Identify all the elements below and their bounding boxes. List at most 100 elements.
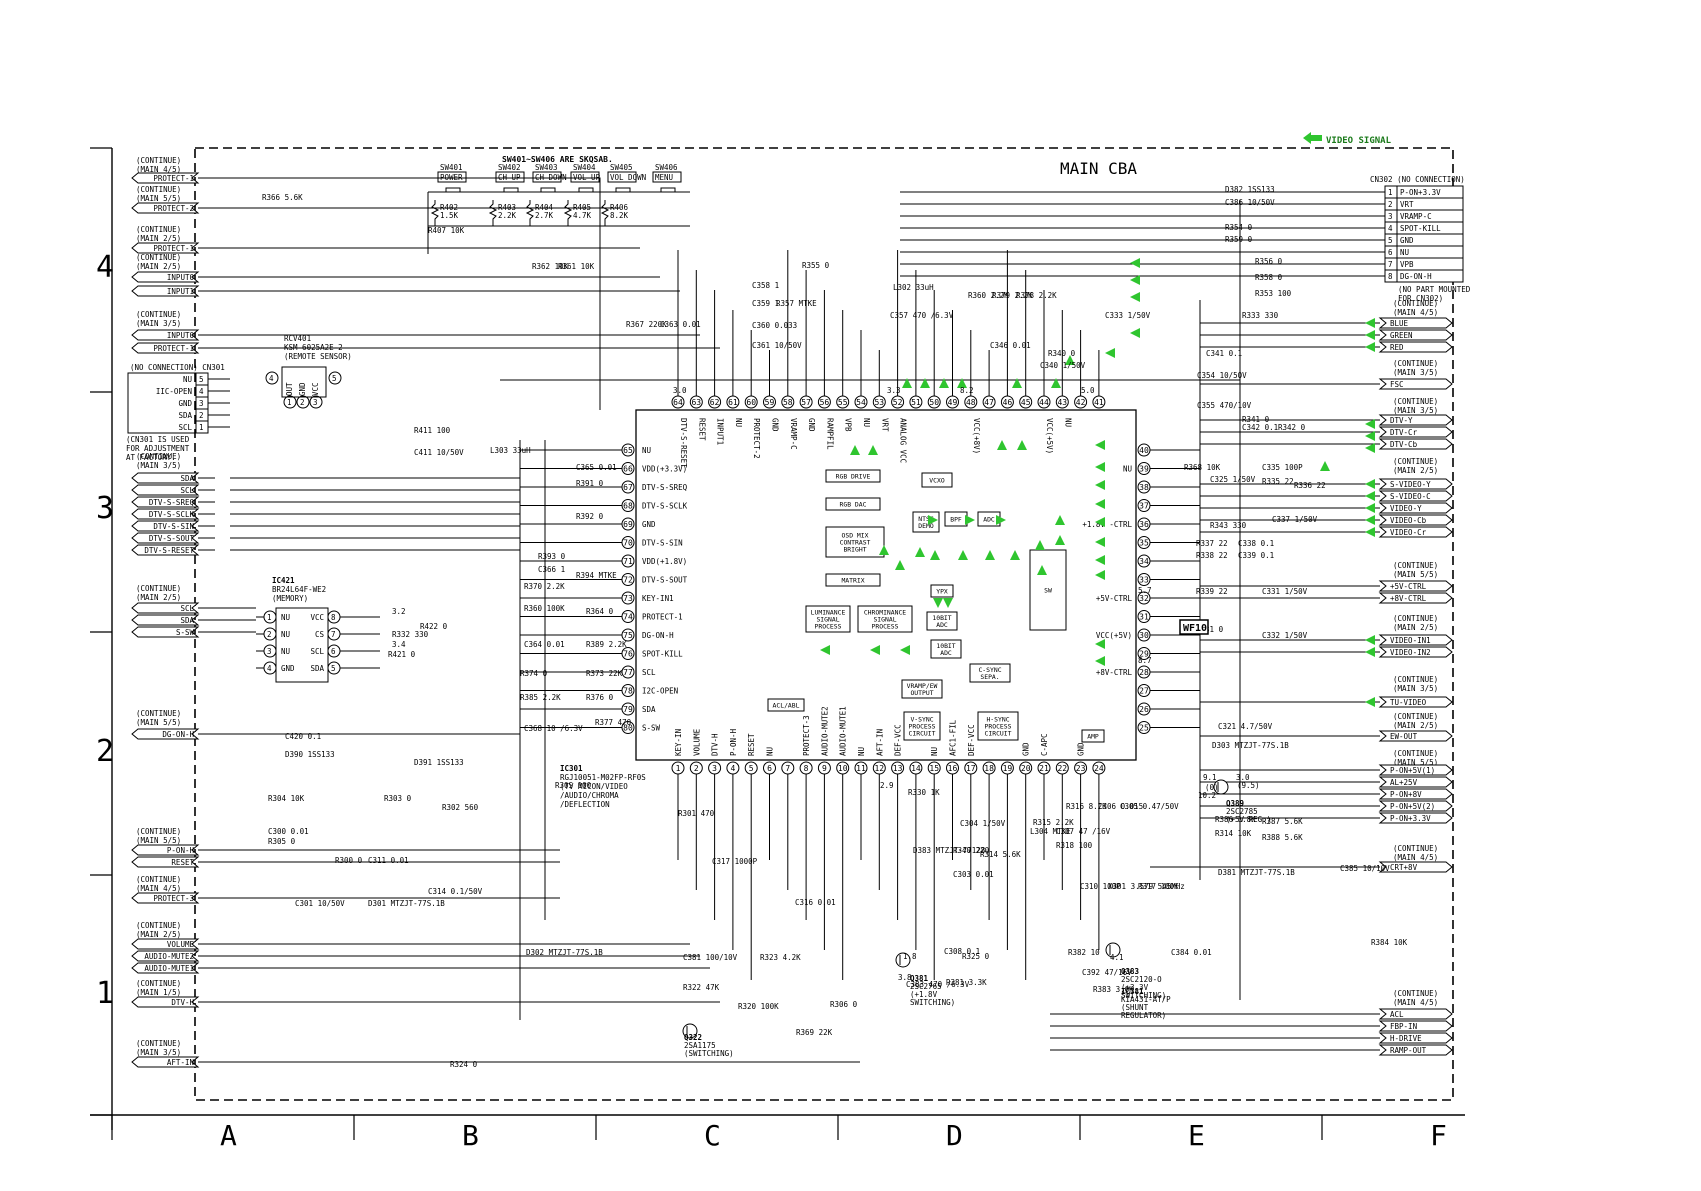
component-label: C314 0.1/50V <box>428 887 483 896</box>
component-r378: R378 2.2K <box>1016 291 1057 300</box>
transistor-desc: REGULATOR) <box>1121 1011 1166 1020</box>
right-signal-label: TU-VIDEO <box>1390 698 1427 707</box>
component-r388: R388 5.6K <box>1262 833 1303 842</box>
component-label: R385 2.2K <box>520 693 561 702</box>
ic301-pin-number: 19 <box>1003 764 1013 773</box>
component-label: R306 0 <box>830 1000 858 1009</box>
signal-arrow-icon <box>1365 635 1375 645</box>
left-signal-label-tag <box>131 484 200 496</box>
left-connector-group: (CONTINUE)(MAIN 3/5)AFT-IN <box>131 1039 200 1068</box>
ic301-ref: IC301 <box>560 764 583 773</box>
left-signal-label-tag <box>131 614 200 626</box>
component-r392: R392 0 <box>576 512 604 521</box>
ic301-pin-number: 18 <box>984 764 994 773</box>
component-label: D381 MTZJT-77S.1B <box>1218 868 1295 877</box>
ic301-pin-name: DTV-S-SREQ <box>642 483 688 492</box>
component-c311: C311 0.01 <box>368 856 409 865</box>
continue-page-label: (MAIN 4/5) <box>136 165 181 174</box>
component-c363: C363 0.01 <box>660 320 701 329</box>
cn302-pin-number: 7 <box>1388 260 1393 269</box>
left-signal-label: INPUT0 <box>167 331 195 340</box>
component-r314: R314 10K <box>1215 829 1252 838</box>
continue-label: (CONTINUE) <box>136 1039 181 1048</box>
component-r353: R353 100 <box>1255 289 1292 298</box>
ic301-pin-name: RAMPFIL <box>825 418 834 450</box>
resistor-icon <box>525 200 535 226</box>
ic301-pin-name: PROTECT-3 <box>802 715 811 756</box>
component-r368: R368 10K <box>1184 463 1221 472</box>
ic301-pin-name: RESET <box>747 733 756 756</box>
ic301-pin-number: 66 <box>623 465 633 474</box>
ic301-pin-name: VRAMP-C <box>789 418 798 450</box>
component-c333: C333 1/50V <box>1105 311 1151 320</box>
block-label: ACL/ABL <box>773 702 800 710</box>
component-label: D391 1SS133 <box>414 758 464 767</box>
column-ruler <box>111 1115 1323 1140</box>
ic301-pin-number: 43 <box>1057 398 1067 407</box>
component-label: R330 1K <box>908 788 940 797</box>
transistor-part: 2SC2120-O <box>1121 975 1162 984</box>
cn301-pin-number: 1 <box>199 423 204 432</box>
ic301-pin-number: 44 <box>1039 398 1049 407</box>
ic301-pin-number: 64 <box>673 398 683 407</box>
component-label: R394 MTKE <box>576 571 617 580</box>
ic301-pin-number: 70 <box>623 539 633 548</box>
component-label: R373 22K <box>586 669 623 678</box>
signal-arrow-icon <box>1365 647 1375 657</box>
continue-page-label: (MAIN 4/5) <box>1393 998 1438 1007</box>
left-signal-label-tag <box>131 329 200 341</box>
component-c331: C331 1/50V <box>1262 587 1308 596</box>
component-label: R393 0 <box>538 552 566 561</box>
ic301-pin-number: 14 <box>911 764 921 773</box>
signal-arrow-icon <box>895 560 905 570</box>
left-signal-label: PROTECT-1 <box>153 174 194 183</box>
component-label: R343 330 <box>1210 521 1247 530</box>
ic301-pin-name: +8V-CTRL <box>1096 668 1133 677</box>
component-label: R333 330 <box>1242 311 1279 320</box>
cn302-pin-number: 1 <box>1388 188 1393 197</box>
signal-arrow-icon <box>1095 555 1105 565</box>
voltage-note: 3.3 <box>887 386 901 395</box>
component-label: L302 33uH <box>893 283 934 292</box>
voltage-note: 1.8 <box>903 952 917 961</box>
left-signal-label-tag <box>131 242 200 254</box>
right-signal-tag <box>1378 634 1453 646</box>
continue-page-label: (MAIN 2/5) <box>1393 721 1438 730</box>
voltage-note: (0) <box>1205 783 1219 792</box>
continue-page-label: (MAIN 3/5) <box>136 319 181 328</box>
block-label: SW <box>1044 587 1052 595</box>
switch-note: SW401~SW406 ARE SKQSAB. <box>502 155 613 164</box>
right-signal-tag <box>1378 812 1453 824</box>
component-c420: C420 0.1 <box>285 732 321 741</box>
voltage-note: 10.2 <box>1198 791 1216 800</box>
component-c314: C314 0.1/50V <box>428 887 483 896</box>
component-r300: R300 0 <box>335 856 363 865</box>
right-signal-tag <box>1378 426 1453 438</box>
signal-arrow-icon <box>915 547 925 557</box>
signal-arrows <box>820 258 1375 707</box>
right-signal-tag <box>1378 490 1453 502</box>
component-r331: R331 0 <box>1196 625 1224 634</box>
component-label: C311 0.01 <box>368 856 409 865</box>
component-label: D301 MTZJT-77S.1B <box>368 899 445 908</box>
cn301-pin-name: SCL <box>178 423 192 432</box>
right-signal-label: RAMP-OUT <box>1390 1046 1427 1055</box>
component-label: C363 0.01 <box>660 320 701 329</box>
right-signal-label: CRT+8V <box>1390 863 1418 872</box>
transistor-ref: Q322 <box>684 1033 702 1042</box>
voltage-note: 8.7 <box>1138 656 1152 665</box>
ic301-pin-number: 11 <box>856 764 866 773</box>
signal-arrow-icon <box>1130 292 1140 302</box>
component-label: R369 22K <box>796 1028 833 1037</box>
ic301-pin-number: 3 <box>712 764 717 773</box>
